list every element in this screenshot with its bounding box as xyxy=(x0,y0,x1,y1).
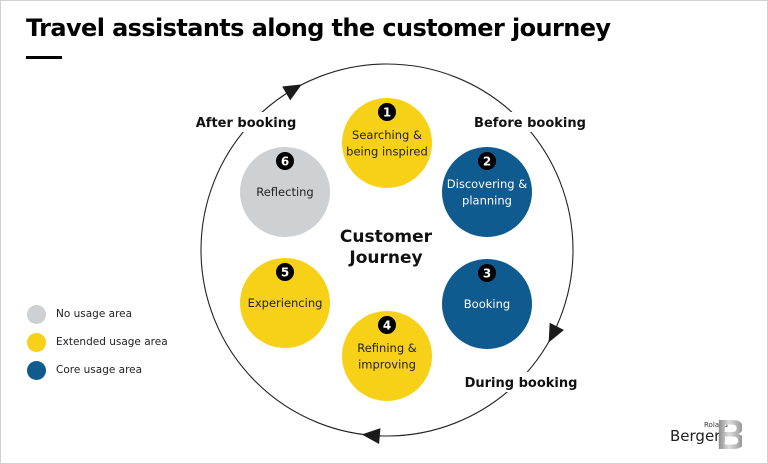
step-circle xyxy=(442,147,532,237)
journey-ring xyxy=(196,63,586,437)
step-label: Reflecting xyxy=(256,185,313,199)
step-circle xyxy=(342,311,432,401)
legend-label: Core usage area xyxy=(56,364,143,376)
legend-swatch-blue xyxy=(27,360,46,380)
center-label-line-1: Customer xyxy=(340,227,433,247)
arrow-during-booking-icon xyxy=(548,322,564,343)
step-number: 4 xyxy=(383,319,391,333)
step-number-badge xyxy=(378,316,396,334)
step-label: planning xyxy=(462,194,512,208)
legend-swatch-gray xyxy=(27,304,46,324)
label-gap xyxy=(466,372,576,392)
step-label: Experiencing xyxy=(248,296,323,310)
journey-ring-circle xyxy=(200,63,574,437)
title-underline xyxy=(26,56,62,59)
legend-label: No usage area xyxy=(56,308,133,320)
step-number: 1 xyxy=(383,106,391,120)
step-label: being inspired xyxy=(346,145,428,159)
step-circle xyxy=(240,147,330,237)
phase-label: After booking xyxy=(196,116,297,131)
step-circle xyxy=(342,98,432,188)
step-label: Searching & xyxy=(352,128,422,142)
step-circle xyxy=(442,259,532,349)
center-label-line-2: Journey xyxy=(348,248,422,268)
logo-text-big: Berger xyxy=(670,427,721,445)
legend-item-none: No usage area xyxy=(27,300,168,328)
legend-swatch-yellow xyxy=(27,332,46,352)
roland-berger-logo: Roland Berger B xyxy=(668,411,747,458)
step-number-badge xyxy=(276,152,294,170)
step-label: Refining & xyxy=(357,341,417,355)
step-number-badge xyxy=(276,263,294,281)
legend-item-extended: Extended usage area xyxy=(27,328,168,356)
step-label: Booking xyxy=(464,297,510,311)
logo-b-mark-icon: B xyxy=(716,411,747,458)
step-number-badge xyxy=(478,152,496,170)
label-gap xyxy=(196,112,296,132)
arrow-after-booking-icon xyxy=(282,84,302,101)
step-label: Discovering & xyxy=(447,177,527,191)
phase-label: During booking xyxy=(465,376,578,391)
phase-label: Before booking xyxy=(474,116,586,131)
label-gap xyxy=(474,112,586,132)
step-number: 2 xyxy=(483,155,491,169)
legend-item-core: Core usage area xyxy=(27,356,168,384)
step-label: improving xyxy=(358,358,416,372)
step-number-badge xyxy=(378,103,396,121)
legend: No usage area Extended usage area Core u… xyxy=(27,300,168,384)
step-number: 5 xyxy=(281,266,289,280)
step-number: 6 xyxy=(281,155,289,169)
arrow-bottom-icon xyxy=(361,428,381,445)
step-number-badge xyxy=(478,264,496,282)
legend-label: Extended usage area xyxy=(56,336,168,348)
step-circle xyxy=(240,258,330,348)
logo-text-small: Roland xyxy=(704,421,728,429)
page-title: Travel assistants along the customer jou… xyxy=(26,14,611,42)
step-number: 3 xyxy=(483,267,491,281)
